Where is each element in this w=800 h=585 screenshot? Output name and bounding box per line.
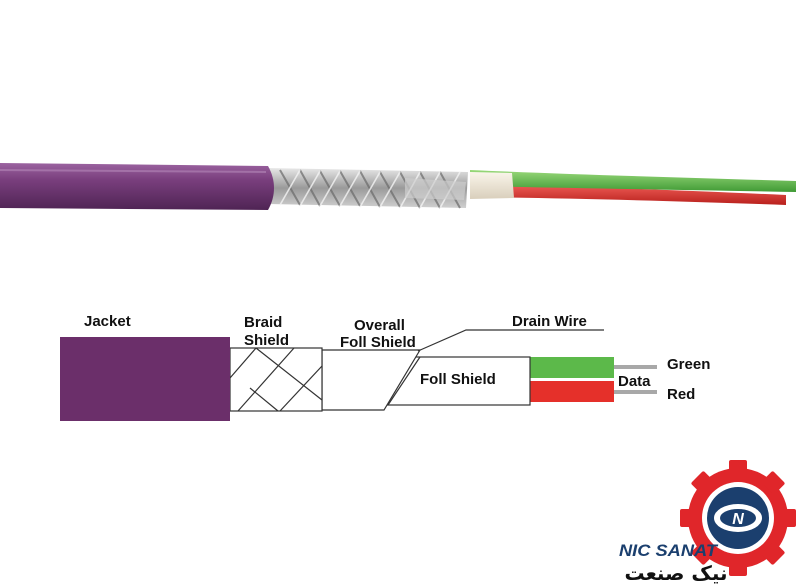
photo-green-core: [470, 170, 796, 192]
diagram-jacket: [60, 337, 230, 421]
label-overall-line1: Overall: [354, 317, 405, 334]
logo-latin-name: NIC SANAT: [619, 541, 719, 560]
diagram-red-core: [530, 381, 614, 402]
label-braid-line2: Shield: [244, 332, 289, 349]
diagram-foll-shield-edge: [387, 356, 421, 406]
diagram-braid-shield: [229, 347, 323, 412]
label-green: Green: [667, 356, 710, 373]
label-jacket: Jacket: [84, 313, 131, 330]
logo-persian-name: نیک صنعت: [624, 561, 727, 585]
diagram-green-core: [530, 357, 614, 378]
label-overall-line2: Foll Shield: [340, 334, 416, 351]
drain-wire-leader: [417, 329, 604, 352]
photo-filler: [470, 172, 514, 199]
cable-photo: [0, 163, 796, 210]
nic-sanat-logo: N NIC SANAT نیک صنعت: [619, 460, 796, 585]
label-red: Red: [667, 386, 695, 403]
photo-jacket: [0, 163, 274, 210]
diagram-braid-pattern: [229, 347, 323, 412]
label-foll-shield: Foll Shield: [420, 371, 496, 388]
diagram-labels: Jacket Braid Shield Overall Foll Shield …: [84, 313, 710, 403]
photo-braid-shield: [268, 168, 468, 209]
label-drain-wire: Drain Wire: [512, 313, 587, 330]
label-braid-line1: Braid: [244, 314, 282, 331]
layer-diagram: [60, 329, 657, 421]
photo-red-core: [470, 183, 786, 205]
logo-mark: N: [732, 511, 744, 528]
label-data: Data: [618, 373, 651, 390]
